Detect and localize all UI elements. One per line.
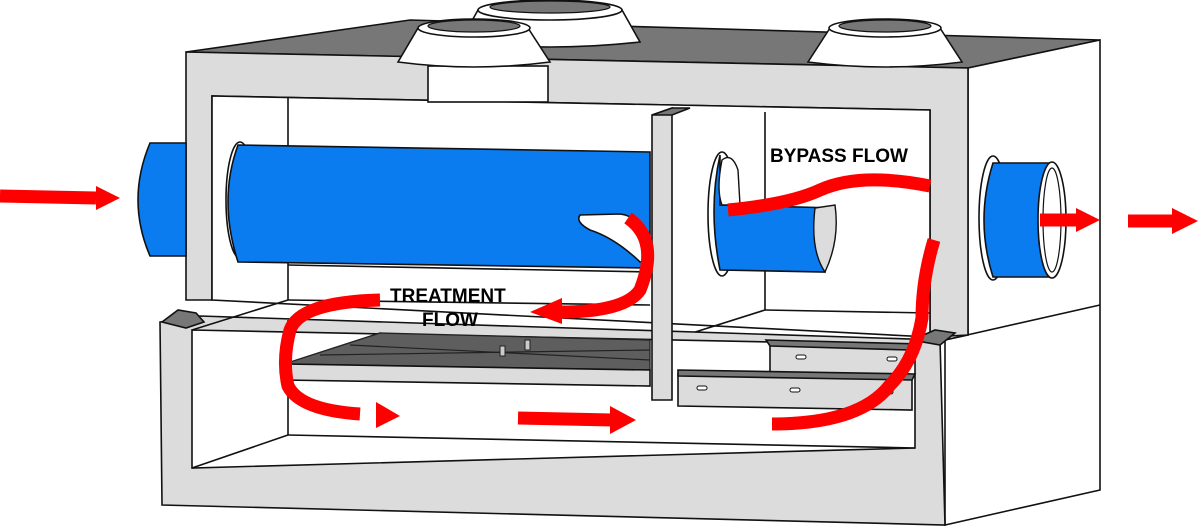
manhole-cover-left [396,18,552,103]
sump-floor-diag [191,434,289,469]
back-wall-floor-line [287,264,651,273]
bypass-pipe [707,151,837,277]
baffle-top [651,107,691,116]
treatment-screen [283,332,651,387]
right-wall-step-line [944,304,1101,341]
bypass-flow-label: BYPASS FLOW [770,146,908,167]
treatment-flow-label-line1: TREATMENT [390,286,506,307]
manhole-cover-right [806,18,964,68]
outlet-arrow-1 [1040,208,1100,232]
manhole-cover-center [458,0,642,48]
inlet-arrow [0,186,120,210]
oil-skimmer-ledge [677,339,923,411]
inlet-pipe-stub [137,142,187,257]
bypass-flow-path [727,173,941,431]
treatment-flow-label-line2: FLOW [422,310,478,331]
left-weir-lip [160,309,206,329]
right-chamber-floor-line [764,309,931,314]
inlet-pipe [225,141,651,269]
sump-top-diag [191,299,289,331]
sump-back-floor [287,434,916,449]
baffle-divider [651,106,673,401]
outlet-arrow-2 [1128,208,1198,234]
treatment-flow-path [278,212,655,434]
